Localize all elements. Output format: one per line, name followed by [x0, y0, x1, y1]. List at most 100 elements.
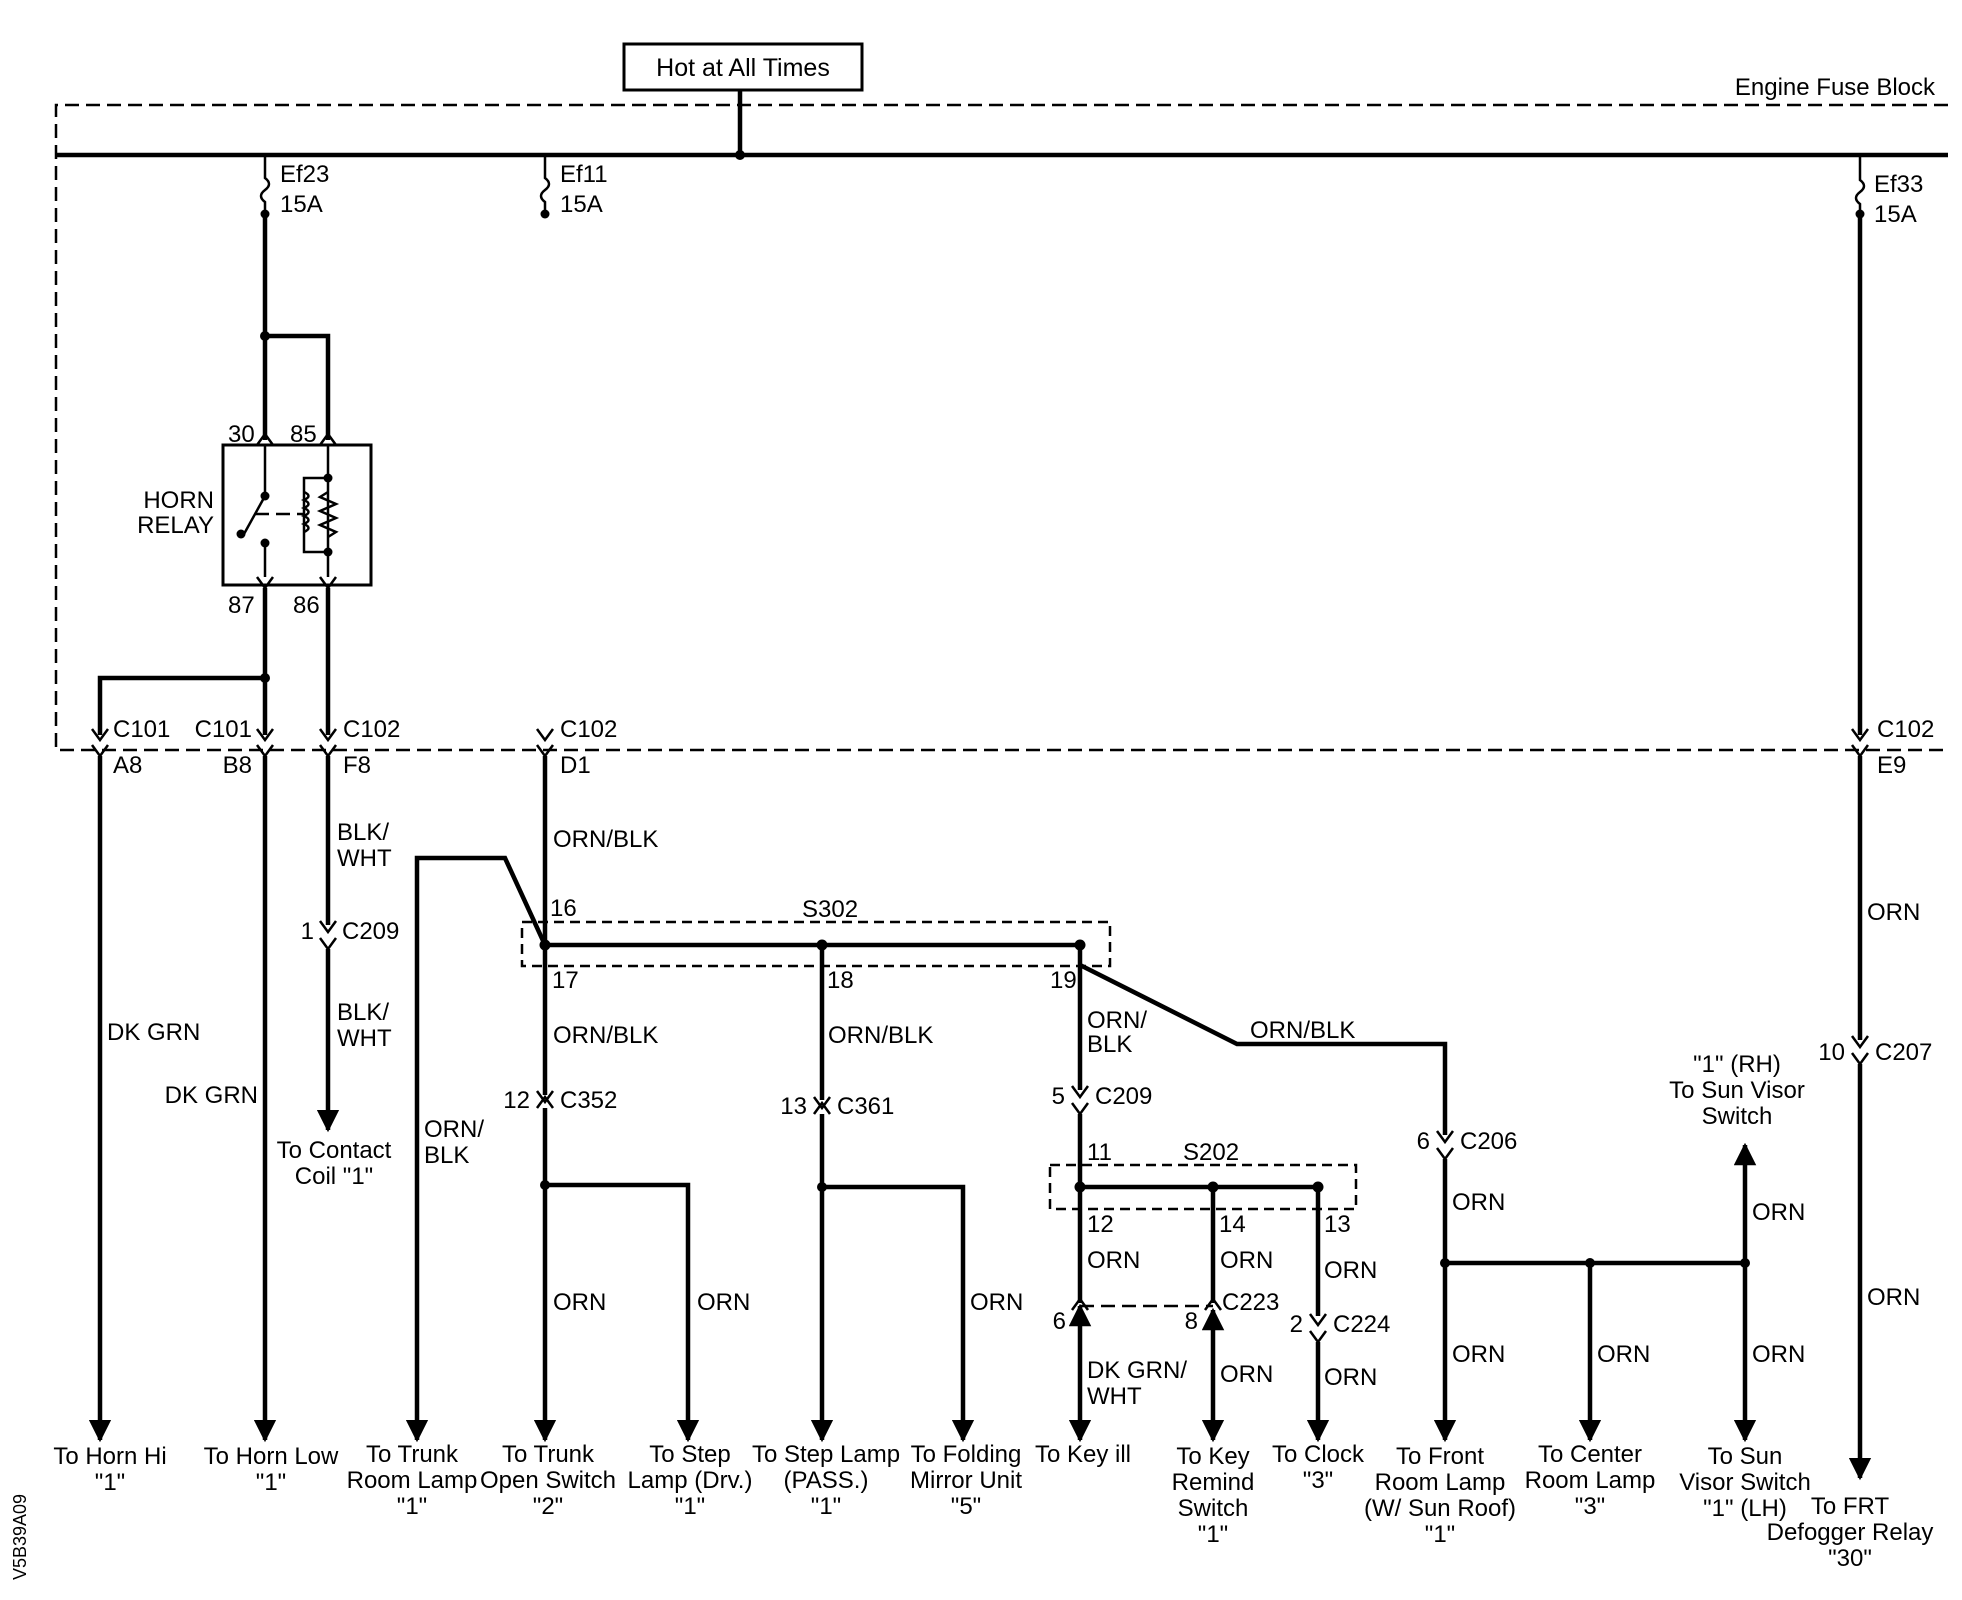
dest-key-remind-line-4: "1" — [1198, 1521, 1228, 1548]
fuse-ef11-name: Ef11 — [560, 161, 608, 188]
c102-e-pin: E9 — [1877, 752, 1906, 779]
c352-pin: 12 — [503, 1087, 530, 1114]
dest-clock-line-2: "3" — [1303, 1467, 1333, 1494]
dest-front-room-lamp-line-1: To Front — [1396, 1443, 1484, 1470]
c223-pin-a: 6 — [1053, 1308, 1066, 1335]
dest-frt-defogger-line-2: Defogger Relay — [1767, 1519, 1934, 1546]
dest-frt-defogger-line-1: To FRT — [1811, 1493, 1890, 1520]
wire-label-orn-folding: ORN — [970, 1289, 1023, 1316]
dest-trunk-room-lamp-line-3: "1" — [397, 1493, 427, 1520]
wire-label-orn-blk-d1: ORN/BLK — [553, 826, 658, 853]
c102-f-name: C102 — [343, 716, 400, 743]
wire-label-dk-grn-wht-2: WHT — [1087, 1383, 1142, 1410]
dest-trunk-room-lamp-line-2: Room Lamp — [347, 1467, 478, 1494]
dest-trunk-open-switch-line-1: To Trunk — [502, 1441, 595, 1468]
dest-frt-defogger-line-3: "30" — [1828, 1545, 1872, 1572]
bus-junction — [735, 150, 745, 160]
dest-sun-visor-rh-line-1: "1" (RH) — [1693, 1051, 1781, 1078]
wire-label-orn-clock: ORN — [1324, 1364, 1377, 1391]
wire-label-dk-grn-low: DK GRN — [165, 1082, 258, 1109]
horn-relay: HORN RELAY 30 85 87 86 — [137, 421, 373, 619]
s202-pin-11: 11 — [1087, 1139, 1112, 1166]
wire-label-blk-wht-2a: BLK/ — [337, 999, 389, 1026]
dest-center-room-lamp-line-1: To Center — [1538, 1441, 1642, 1468]
c209b-name: C209 — [1095, 1083, 1152, 1110]
s202-pin-12: 12 — [1087, 1211, 1114, 1238]
fuse-ef11-rating: 15A — [560, 191, 603, 218]
dest-key-ill: To Key ill — [1035, 1441, 1131, 1468]
dest-folding-mirror-line-2: Mirror Unit — [910, 1467, 1022, 1494]
wire-label-orn-e9: ORN — [1867, 899, 1920, 926]
dest-trunk-open-switch: To Trunk Open Switch "2" — [480, 1441, 616, 1520]
s302-pin-17: 17 — [552, 967, 579, 994]
wire-label-orn-s202-14: ORN — [1220, 1247, 1273, 1274]
step-lamp-drv-wire — [545, 1182, 700, 1443]
dest-horn-hi-line-2: "1" — [95, 1469, 125, 1496]
dest-key-remind-switch: To Key Remind Switch "1" — [1172, 1443, 1255, 1548]
s302-pin-18: 18 — [827, 967, 854, 994]
wire-label-orn-c207: ORN — [1867, 1284, 1920, 1311]
s302-pin-19: 19 — [1050, 967, 1077, 994]
wire-label-orn-blk-19-2: BLK — [1087, 1031, 1132, 1058]
c223-name: C223 — [1222, 1289, 1279, 1316]
dest-sun-visor-lh-line-1: To Sun — [1708, 1443, 1783, 1470]
dest-sun-visor-rh-line-2: To Sun Visor — [1669, 1077, 1805, 1104]
wire-label-orn-blk-trunk-1: ORN/ — [424, 1116, 484, 1143]
relay-pin-87: 87 — [228, 592, 255, 619]
c209a-pin: 1 — [301, 918, 314, 945]
connector-c209-5: 5 C209 — [1052, 1083, 1152, 1117]
connector-c101-b8: C101 B8 — [195, 716, 275, 779]
connector-c102-d1: C102 D1 — [535, 716, 617, 779]
relay-pin-86: 86 — [293, 592, 320, 619]
c223-pin-b: 8 — [1185, 1308, 1198, 1335]
wire-label-orn-s202-13: ORN — [1324, 1257, 1377, 1284]
dest-front-room-lamp-line-4: "1" — [1425, 1521, 1455, 1548]
dest-front-room-lamp-line-3: (W/ Sun Roof) — [1364, 1495, 1516, 1522]
c361-pin: 13 — [780, 1093, 807, 1120]
wire-label-blk-wht-2b: WHT — [337, 1025, 392, 1052]
engine-fuse-block-boundary — [54, 103, 1948, 752]
dest-frt-defogger-relay: To FRT Defogger Relay "30" — [1767, 1493, 1934, 1572]
dest-clock-line-1: To Clock — [1272, 1441, 1365, 1468]
dest-step-lamp-pass-line-1: To Step Lamp — [752, 1441, 900, 1468]
trunk-room-lamp-wire — [405, 855, 548, 1443]
wire-label-orn-blk-18: ORN/BLK — [828, 1022, 933, 1049]
fuse-ef23: Ef23 15A — [259, 155, 329, 219]
dest-horn-hi-line-1: To Horn Hi — [53, 1443, 166, 1470]
c102-d-pin: D1 — [560, 752, 591, 779]
wire-label-blk-wht-1b: WHT — [337, 845, 392, 872]
diagram-code: V5B39A09 — [10, 1494, 30, 1580]
wire-label-orn-trunk-open: ORN — [553, 1289, 606, 1316]
wire-label-blk-wht-1a: BLK/ — [337, 819, 389, 846]
dest-trunk-open-switch-line-2: Open Switch — [480, 1467, 616, 1494]
dest-folding-mirror-line-1: To Folding — [911, 1441, 1022, 1468]
wire-label-dk-grn-hi: DK GRN — [107, 1019, 200, 1046]
wire-label-orn-blk-19-1: ORN/ — [1087, 1007, 1147, 1034]
c207-pin: 10 — [1818, 1039, 1845, 1066]
dest-contact-coil: To Contact Coil "1" — [277, 1137, 392, 1190]
connector-c361: 13 C361 — [780, 1093, 894, 1120]
wire-label-orn-blk-trunk-2: BLK — [424, 1142, 469, 1169]
dest-step-lamp-drv-line-3: "1" — [675, 1493, 705, 1520]
dest-horn-low: To Horn Low "1" — [204, 1443, 339, 1496]
dest-key-remind-line-3: Switch — [1178, 1495, 1249, 1522]
fuse-ef33: Ef33 15A — [1854, 155, 1923, 228]
horn-relay-label-2: RELAY — [137, 512, 214, 539]
wire-label-orn-front-lamp: ORN — [1452, 1341, 1505, 1368]
fuse-ef23-name: Ef23 — [280, 161, 329, 188]
c209b-pin: 5 — [1052, 1083, 1065, 1110]
c207-name: C207 — [1875, 1039, 1932, 1066]
dest-front-room-lamp: To Front Room Lamp (W/ Sun Roof) "1" — [1364, 1443, 1516, 1548]
relay-feed-wire-85 — [265, 333, 331, 440]
fuse-ef23-rating: 15A — [280, 191, 323, 218]
fuse-ef11: Ef11 15A — [539, 155, 608, 219]
dest-trunk-room-lamp: To Trunk Room Lamp "1" — [347, 1441, 478, 1520]
dest-folding-mirror-line-3: "5" — [951, 1493, 981, 1520]
fuse-ef33-rating: 15A — [1874, 201, 1917, 228]
dest-center-room-lamp-line-2: Room Lamp — [1525, 1467, 1656, 1494]
wire-label-orn-c206: ORN — [1452, 1189, 1505, 1216]
wire-label-orn-center: ORN — [1597, 1341, 1650, 1368]
dest-sun-visor-rh-line-3: Switch — [1702, 1103, 1773, 1130]
dest-key-ill-line-1: To Key ill — [1035, 1441, 1131, 1468]
